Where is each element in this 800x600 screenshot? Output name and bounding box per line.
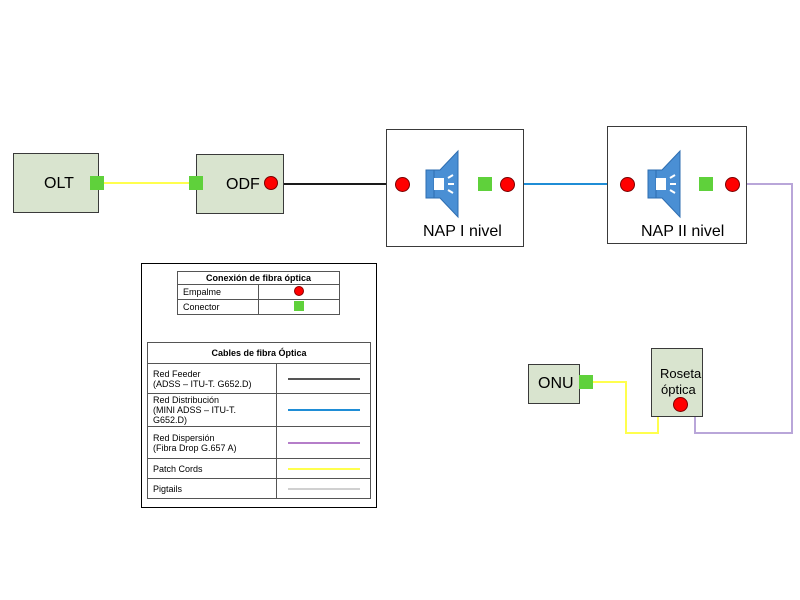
odf-label: ODF: [226, 176, 260, 193]
nap2-splice-out: [725, 177, 740, 192]
speaker-icon: [647, 149, 681, 219]
patch-cords-swatch: [287, 467, 360, 470]
olt-node[interactable]: OLT: [13, 153, 99, 213]
onu-label: ONU: [538, 375, 574, 392]
legend-patch-cords-label: Patch Cords: [147, 458, 277, 479]
legend-cables-title: Cables de fibra Óptica: [147, 342, 371, 364]
connector-square-icon: [294, 301, 304, 311]
nap2-splice-in: [620, 177, 635, 192]
nap1-label: NAP I nivel: [423, 223, 502, 240]
nap2-label: NAP II nivel: [641, 223, 725, 240]
legend-distribucion-label: Red Distribución (MINI ADSS – ITU-T. G65…: [147, 393, 277, 427]
legend-empalme-label: Empalme: [177, 284, 259, 300]
distribucion-swatch: [287, 409, 360, 411]
roseta-splice: [673, 397, 688, 412]
feeder-swatch: [287, 377, 360, 380]
legend-conexion-table: Conexión de fibra óptica Empalme Conecto…: [177, 271, 340, 315]
legend-panel: Conexión de fibra óptica Empalme Conecto…: [141, 263, 377, 508]
nap2-connector: [699, 177, 713, 191]
olt-label: OLT: [44, 175, 74, 192]
onu-connector: [579, 375, 593, 389]
speaker-icon: [425, 149, 459, 219]
legend-pigtails-label: Pigtails: [147, 478, 277, 499]
onu-node[interactable]: ONU: [528, 364, 580, 404]
nap1-splice-out: [500, 177, 515, 192]
nap1-splice-in: [395, 177, 410, 192]
pigtails-swatch: [287, 487, 360, 490]
legend-feeder-label: Red Feeder (ADSS – ITU-T. G652.D): [147, 363, 277, 394]
roseta-label-line1: Roseta: [660, 366, 702, 381]
nap1-connector: [478, 177, 492, 191]
dispersion-swatch: [287, 441, 360, 444]
legend-conexion-title: Conexión de fibra óptica: [177, 271, 340, 285]
roseta-label-line2: óptica: [661, 382, 696, 397]
legend-cables-table: Cables de fibra Óptica Red Feeder (ADSS …: [147, 342, 371, 499]
odf-splice: [264, 176, 278, 190]
odf-connector: [189, 176, 203, 190]
legend-dispersion-label: Red Dispersión (Fibra Drop G.657 A): [147, 426, 277, 459]
olt-connector: [90, 176, 104, 190]
legend-conector-label: Conector: [177, 299, 259, 315]
splice-dot-icon: [294, 286, 304, 296]
